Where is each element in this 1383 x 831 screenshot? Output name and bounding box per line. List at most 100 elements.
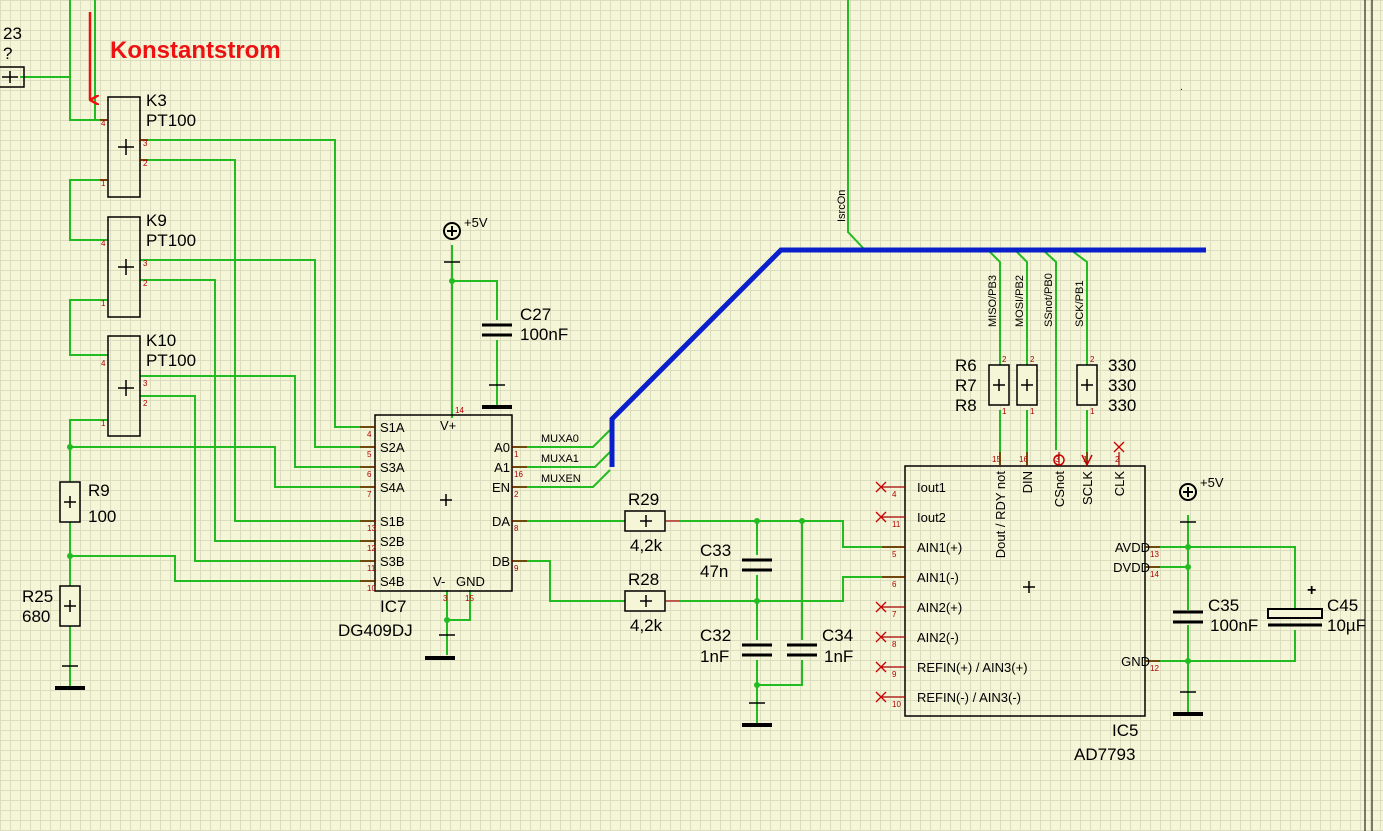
capacitor-c27[interactable]: C27 100nF [482, 305, 568, 344]
ground-symbol [742, 702, 772, 727]
k10-pin3: 3 [143, 379, 148, 388]
ic5-pin-number: 7 [892, 610, 897, 619]
ic7-mux[interactable]: V+ 14 V- 3 GND 15 IC7 DG409DJ S1A4S2A5S3… [338, 406, 527, 640]
ic7-pin-number: 12 [367, 544, 376, 553]
ic7-gnd-pin: 15 [465, 594, 474, 603]
ic7-pin-number: 7 [367, 490, 372, 499]
resistor-r7[interactable]: 2 1 R7 [955, 355, 1038, 416]
ic7-pin-number: 6 [367, 470, 372, 479]
k10-pin1: 1 [101, 419, 106, 428]
ic5-pin-label: DIN [1020, 471, 1035, 493]
capacitor-c34[interactable]: C34 1nF [787, 626, 853, 666]
resistor-r29[interactable]: R29 4,2k [624, 490, 680, 555]
sensor-k9[interactable]: 4 3 2 1 K9 PT100 [101, 211, 196, 318]
ic5-pin-label: AIN1(+) [917, 540, 962, 555]
r28-value: 4,2k [630, 616, 663, 635]
c34-ref: C34 [822, 626, 853, 645]
r25-ref: R25 [22, 587, 53, 606]
sensor-k3[interactable]: 4 3 2 1 K3 PT100 [100, 91, 196, 198]
ic7-gnd: GND [456, 574, 485, 589]
ic7-pin-label: S4A [380, 480, 405, 495]
k10-pin2: 2 [143, 399, 148, 408]
sensor-k10[interactable]: 4 3 2 1 K10 PT100 [101, 331, 196, 437]
r6-pin2: 2 [1002, 355, 1007, 364]
ic5-pin-label: AIN2(-) [917, 630, 959, 645]
resistor-r9[interactable]: R9 100 [59, 481, 116, 526]
ic7-pin-label: S2B [380, 534, 405, 549]
spi-bus [609, 247, 1206, 467]
net-muxen: MUXEN [541, 473, 581, 485]
ic5-pin-number: 3 [1055, 455, 1060, 464]
stray-mark: . [1180, 82, 1183, 93]
r9-value: 100 [88, 507, 116, 526]
r8-pin1: 1 [1090, 407, 1095, 416]
r6-pin1: 1 [1002, 407, 1007, 416]
k9-value: PT100 [146, 231, 196, 250]
r29-value: 4,2k [630, 536, 663, 555]
ic7-pin-label: S4B [380, 574, 405, 589]
k3-pin3: 3 [143, 139, 148, 148]
ic5-pin-number: 9 [892, 670, 897, 679]
r6-value: 330 [1108, 356, 1136, 375]
resistor-r8[interactable]: 2 1 R8 [955, 355, 1098, 416]
ic7-pin-number: 11 [367, 564, 376, 573]
net-isrc: IsrcOn [836, 190, 848, 222]
c33-value: 47n [700, 562, 728, 581]
ic7-pin-number: 5 [367, 450, 372, 459]
ic7-pin-label: EN [492, 480, 510, 495]
capacitor-c35[interactable]: C35 100nF [1173, 596, 1258, 635]
c34-value: 1nF [824, 647, 853, 666]
ic5-pin-number: 16 [1019, 455, 1028, 464]
ic7-vminus: V- [433, 574, 445, 589]
ic7-pin-label: A1 [494, 460, 510, 475]
power-vcc2: +5V [1179, 475, 1224, 523]
ic5-part: AD7793 [1074, 745, 1135, 764]
k10-value: PT100 [146, 351, 196, 370]
c32-value: 1nF [700, 647, 729, 666]
ic7-pin-label: S2A [380, 440, 405, 455]
ic5-pin-label: CLK [1112, 471, 1127, 497]
ground-symbol [1173, 691, 1203, 716]
k3-pin4: 4 [101, 119, 106, 128]
k9-ref: K9 [146, 211, 167, 230]
net-muxa1: MUXA1 [541, 453, 579, 465]
no-connect-icon [875, 511, 887, 523]
capacitor-c33[interactable]: C33 47n [700, 541, 772, 581]
ic7-part: DG409DJ [338, 621, 413, 640]
ic5-pin-label: AIN2(+) [917, 600, 962, 615]
ic7-pin-label: DB [492, 554, 510, 569]
c33-ref: C33 [700, 541, 731, 560]
ic5-pin-label: GND [1121, 654, 1150, 669]
ic7-pin-number: 4 [367, 430, 372, 439]
r8-pin2: 2 [1090, 355, 1095, 364]
net-mosi: MOSI/PB2 [1014, 275, 1026, 327]
no-connect-icon [875, 661, 887, 673]
no-connect-icon [875, 691, 887, 703]
junctions [67, 278, 1191, 688]
sheet-border [1364, 0, 1373, 831]
capacitor-c32[interactable]: C32 1nF [700, 626, 772, 666]
r25-value: 680 [22, 607, 50, 626]
resistor-r25[interactable]: R25 680 [22, 585, 81, 627]
r7-ref: R7 [955, 376, 977, 395]
vcc2-label: +5V [1200, 475, 1224, 490]
ic5-pin-number: 4 [892, 490, 897, 499]
ic5-pin-number: 2 [1115, 455, 1120, 464]
ic5-pin-number: 11 [892, 520, 901, 529]
ic7-pin-number: 16 [514, 470, 523, 479]
r29-ref: R29 [628, 490, 659, 509]
resistor-r6[interactable]: 2 1 R6 [955, 355, 1010, 416]
no-connect-icon [875, 631, 887, 643]
net-muxa0: MUXA0 [541, 433, 579, 445]
ground-symbol [55, 665, 85, 690]
capacitor-c45[interactable]: + C45 10µF [1267, 582, 1366, 635]
c35-ref: C35 [1208, 596, 1239, 615]
ic5-adc[interactable]: IC5 AD7793 Iout14Iout211AIN1(+)5AIN1(-)6… [875, 441, 1160, 764]
resistor-r28[interactable]: R28 4,2k [624, 570, 680, 635]
net-miso: MISO/PB3 [987, 275, 999, 327]
c45-polarity: + [1307, 582, 1316, 599]
ic5-pin-number: 6 [892, 580, 897, 589]
edge-ref: 23 [3, 24, 22, 43]
r7-pin2: 2 [1030, 355, 1035, 364]
ic7-vplus-pin: 14 [455, 406, 464, 415]
